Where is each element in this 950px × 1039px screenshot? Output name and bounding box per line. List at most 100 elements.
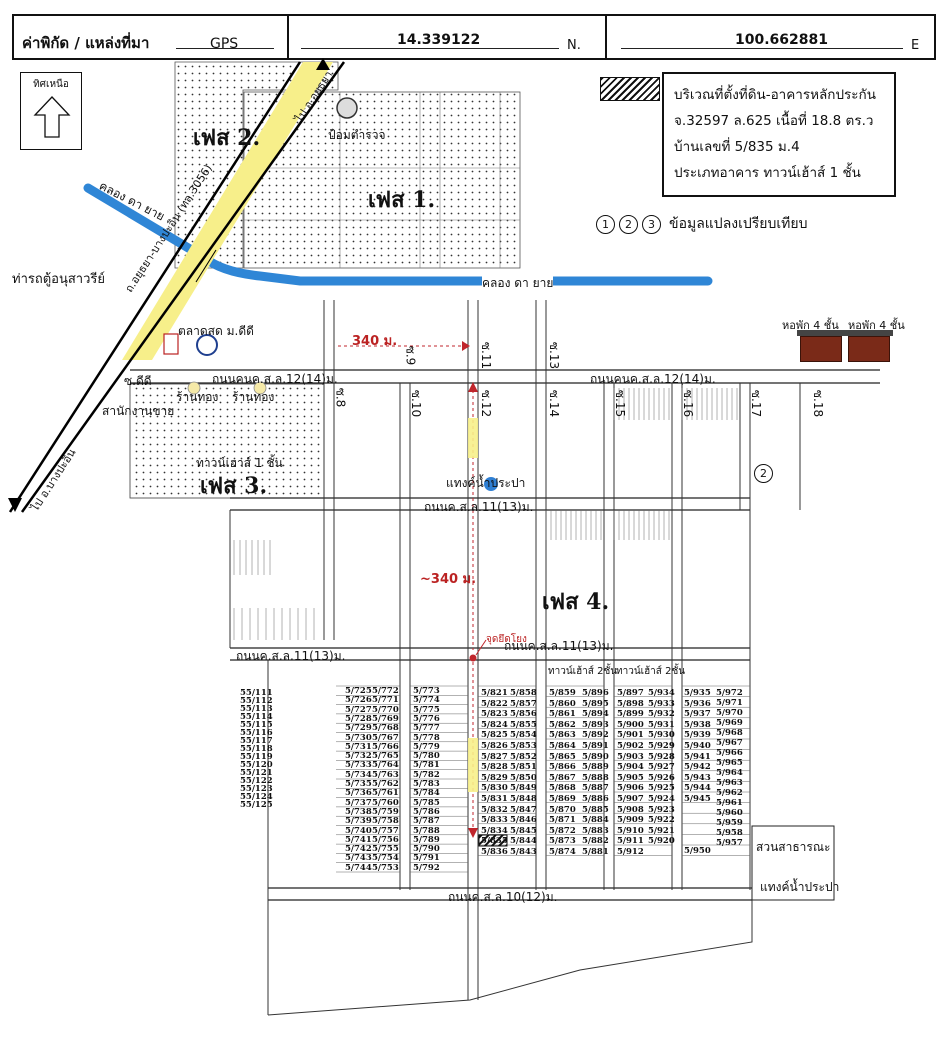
comparison-legend: 1 2 3 ข้อมูลแปลงเปรียบเทียบ	[596, 213, 808, 235]
plot-number: 5/727	[345, 704, 372, 715]
plot-number: 5/774	[413, 695, 440, 706]
subject-plot	[478, 834, 508, 847]
plot-number: 5/911	[617, 836, 644, 847]
plot-number: 5/835	[481, 836, 508, 847]
compare-marker-2: 2	[619, 214, 638, 234]
townhouse-label: ทาวน์เฮาส์ 1 ชั้น	[196, 456, 283, 470]
plot-number: 5/846	[510, 815, 537, 826]
plot-number: 5/931	[648, 719, 675, 730]
plot-number: 5/755	[372, 844, 399, 855]
plot-number: 5/904	[617, 762, 644, 773]
distance-1: 340 ม.	[352, 334, 398, 349]
soi-15-label: ซ.15	[613, 389, 628, 418]
plot-number: 5/737	[345, 797, 372, 808]
highway-band	[122, 62, 333, 360]
plot-number: 55/121	[240, 768, 273, 778]
plot-number: 5/896	[582, 688, 609, 698]
plot-number: 5/761	[372, 788, 399, 799]
plot-number: 5/832	[481, 804, 508, 815]
plot-number: 5/743	[345, 853, 372, 864]
plot-number: 5/929	[648, 741, 675, 751]
plot-number: 5/964	[716, 768, 743, 778]
plot-number: 5/900	[617, 719, 644, 730]
plot-number: 5/869	[549, 794, 576, 804]
plot-number: 5/736	[345, 788, 372, 799]
plot-number: 5/871	[549, 815, 576, 826]
plot-number: 5/890	[582, 751, 609, 762]
plot-number: 5/970	[716, 708, 743, 718]
plot-number: 5/968	[716, 728, 743, 738]
soi-11-label: ซ.11	[479, 341, 494, 370]
road-11b-label: ถนนค.ส.ล.11(13)ม.	[236, 649, 346, 663]
plot-number: 5/779	[413, 741, 440, 752]
plot-number: 5/785	[413, 797, 440, 808]
canal-label-right: คลอง ดา ยาย	[482, 274, 554, 293]
latitude-cell: 14.339122 N.	[287, 16, 605, 58]
plot-number: 5/726	[345, 695, 372, 706]
legend-line4: ประเภทอาคาร ทาวน์เฮ้าส์ 1 ชั้น	[674, 165, 861, 181]
road-network	[130, 369, 880, 901]
plot-number: 5/962	[716, 788, 743, 798]
water-tank-1	[484, 477, 498, 491]
plot-number: 5/939	[684, 730, 711, 741]
gold-shop-1: ร้านทอง	[176, 390, 219, 404]
plot-number: 5/753	[372, 862, 399, 873]
phase4-label: เฟส 4.	[542, 589, 610, 615]
plot-number: 5/858	[510, 688, 537, 698]
van-stop-label: ท่ารถตู้อนุสาวรีย์	[12, 272, 105, 287]
soi-17-label: ซ.17	[749, 389, 764, 418]
park	[751, 825, 835, 901]
plot-number: 5/847	[510, 804, 537, 815]
plot-number: 5/844	[510, 836, 537, 847]
plot-number: 5/936	[684, 698, 711, 709]
plot-number: 5/966	[716, 748, 743, 758]
plot-number: 5/901	[617, 730, 644, 741]
plot-number: 5/740	[345, 825, 372, 836]
townhouse-2f-label-2: ทาวน์เฮ้าส์ 2ชั้น	[616, 666, 686, 677]
plot-number: 5/898	[617, 698, 644, 709]
plot-number: 5/766	[372, 741, 399, 752]
plot-number: 5/933	[648, 698, 675, 709]
plot-number: 5/862	[549, 719, 576, 730]
plot-number: 5/829	[481, 772, 508, 783]
plot-number: 5/903	[617, 751, 644, 762]
water-tank-1-label: แทงค์น้ำประปา	[446, 476, 526, 490]
plot-number: 5/826	[481, 741, 508, 751]
plot-number: 5/941	[684, 751, 711, 762]
north-arrow-icon	[33, 96, 71, 138]
plot-number: 5/887	[582, 783, 609, 794]
plot-number: 5/925	[648, 783, 675, 794]
plot-number: 5/872	[549, 825, 576, 836]
compare-marker-1: 1	[596, 214, 615, 234]
plot-number: 5/892	[582, 730, 609, 741]
plot-number: 55/115	[240, 720, 273, 730]
plot-number: 5/756	[372, 834, 399, 845]
plot-number: 5/884	[582, 815, 609, 826]
plot-number: 5/732	[345, 751, 372, 762]
plot-number: 5/857	[510, 698, 537, 709]
legend-line3: บ้านเลขที่ 5/835 ม.4	[674, 139, 800, 155]
plot-number: 5/899	[617, 709, 644, 720]
plot-number: 5/935	[684, 688, 711, 698]
dorm-1-label: หอพัก 4 ชั้น	[782, 319, 839, 332]
plot-number: 5/786	[413, 806, 440, 817]
plot-number: 5/780	[413, 751, 440, 762]
soi-13-label: ซ.13	[547, 341, 562, 370]
plot-number: 5/891	[582, 741, 609, 751]
plot-number: 5/731	[345, 741, 372, 752]
plot-number: 55/120	[240, 760, 273, 770]
coord-source-cell: ค่าพิกัด / แหล่งที่มา GPS	[14, 16, 287, 58]
plot-number: 5/744	[345, 862, 372, 873]
plot-number: 5/822	[481, 698, 508, 709]
plot-number: 5/912	[617, 847, 644, 857]
plot-number: 5/866	[549, 762, 576, 773]
plot-number: 5/776	[413, 713, 440, 724]
plot-number: 5/874	[549, 847, 576, 857]
plot-number: 5/864	[549, 741, 576, 751]
plot-number: 5/849	[510, 783, 537, 794]
plot-number: 5/783	[413, 779, 440, 789]
dorm-2-icon	[845, 330, 893, 362]
plot-number: 5/921	[648, 825, 675, 836]
plot-number: 5/897	[617, 688, 644, 698]
plot-number: 5/824	[481, 719, 508, 730]
